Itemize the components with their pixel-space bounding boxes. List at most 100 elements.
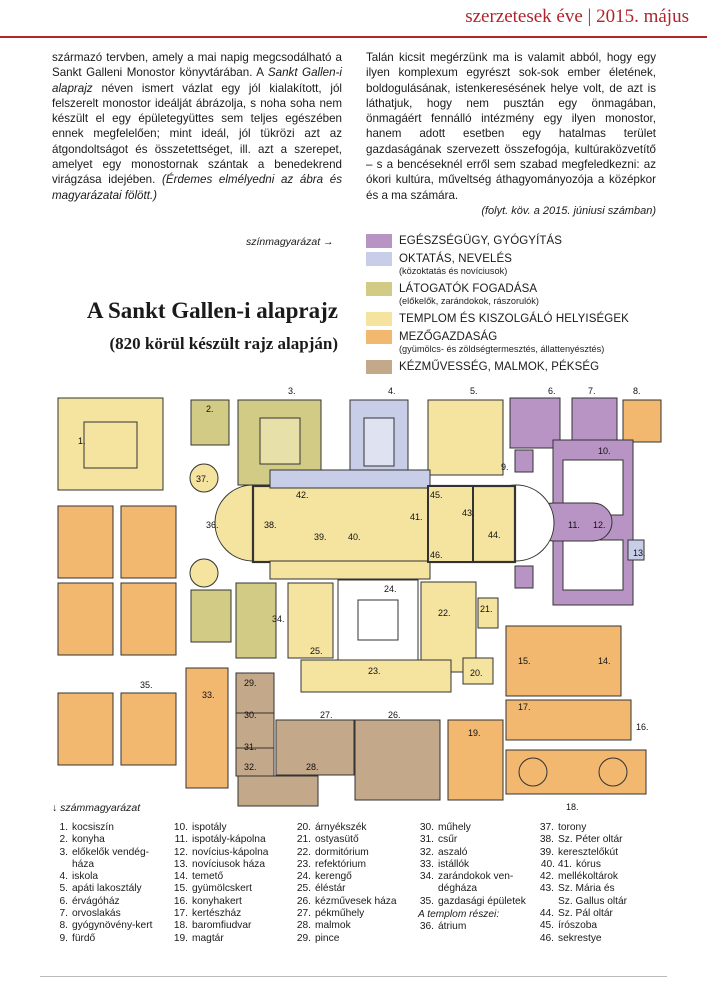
item-label: refektórium [315,858,366,870]
number-legend-item: 5.apáti lakosztály [52,883,152,895]
item-number: 31. [419,834,434,846]
header-rule [0,36,707,38]
item-number: 35. [419,895,434,907]
item-number: 23. [296,858,311,870]
plan-building-8 [622,399,662,443]
item-label: baromfiudvar [192,920,252,932]
plan-tower-37 [189,558,219,588]
color-legend-item: LÁTOGATÓK FOGADÁSA(előkelők, zarándokok,… [366,282,666,312]
plan-title: A Sankt Gallen-i alaprajz [86,298,338,323]
item-number: 11. [174,834,188,846]
plan-number-label: 22. [438,608,451,618]
number-legend-item: 10.ispotály [172,822,268,834]
number-legend-item: 39.keresztelőkút [538,847,627,859]
item-number: 43. [539,883,554,895]
item-number: 21. [296,834,311,846]
item-number: 26. [296,895,311,907]
item-label: éléstár [315,883,346,895]
plan-number-label: 27. [320,710,333,720]
plan-building-25 [287,582,334,659]
item-number: 18. [173,920,188,932]
number-legend-item: 42.mellékoltárok [538,871,627,883]
number-legend-item: 16.konyhakert [172,896,268,908]
item-label: ispotály-kápolna [192,834,266,846]
color-legend-item: TEMPLOM ÉS KISZOLGÁLÓ HELYISÉGEK [366,312,666,330]
plan-building-21 [477,597,499,629]
church-parts-heading: A templom részei: [418,909,500,921]
plan-number-label: 1. [78,436,86,446]
item-number: 29. [296,932,311,944]
number-legend-item: 21.ostyasütő [295,834,397,846]
color-swatch [366,282,392,296]
plan-subtitle: (820 körül készült rajz alapján) [109,334,338,353]
continuation-note: (folyt. köv. a 2015. júniusi számban) [481,204,656,217]
number-legend-item: 33.istállók [418,859,526,871]
plan-number-label: 39. [314,532,327,542]
plan-tower-37 [189,463,219,493]
plan-number-label: 3. [288,386,296,396]
number-legend-item: 13.novíciusok háza [172,859,268,871]
number-legend-item: 15.gyümölcskert [172,883,268,895]
item-number: 15. [173,883,188,895]
number-legend-item: 30.műhely [418,822,526,834]
item-number: 44. [539,908,554,920]
number-legend-item: 38.Sz. Péter oltár [538,834,627,846]
plan-number-label: 44. [488,530,501,540]
item-label: pékműhely [315,908,365,920]
item-label: kocsiszín [72,822,114,833]
plan-building-35 [57,692,114,766]
plan-number-label: 30. [244,710,257,720]
item-number: 39. [539,846,554,858]
item-number: 25. [296,883,311,895]
plan-number-label: 36. [206,520,219,530]
plan-number-label: 42. [296,490,309,500]
plan-building-2 [190,399,230,446]
item-label: sekrestye [558,932,602,944]
plan-building-16 [505,699,632,741]
footer-rule [40,976,667,977]
item-label: apáti lakosztály [72,883,142,895]
item-label: orvoslakás [72,908,121,920]
item-number: 5. [59,883,69,895]
color-swatch [366,360,392,374]
plan-number-label: 32. [244,762,257,772]
number-legend-item: 40. 41.kórus [538,859,627,871]
color-legend-label: EGÉSZSÉGÜGY, GYÓGYÍTÁS [399,235,563,247]
plan-number-label: 41. [410,512,423,522]
item-label: magtár [192,932,224,944]
number-legend-item: háza [52,859,152,871]
plan-number-label: 13. [633,548,646,558]
color-legend-item: EGÉSZSÉGÜGY, GYÓGYÍTÁS [366,234,666,252]
item-number: 6. [59,895,69,907]
plan-number-label: 18. [566,802,579,812]
item-number: 22. [296,846,311,858]
item-label: malmok [315,920,351,932]
plan-building-23 [300,659,452,693]
item-label: műhely [438,822,471,833]
number-legend-item: 20. árnyékszék [295,822,397,834]
item-number: 20. [296,822,311,833]
plan-number-label: 31. [244,742,257,752]
plan-building-33 [185,667,229,789]
header-title: szerzetesek éve | 2015. május [465,6,689,27]
color-legend-label: KÉZMŰVESSÉG, MALMOK, PÉKSÉG [399,361,600,373]
plan-number-label: 5. [470,386,478,396]
number-legend-item: 46.sekrestye [538,933,627,945]
number-legend-item: 23. refektórium [295,859,397,871]
color-legend-label: LÁTOGATÓK FOGADÁSA [399,283,538,295]
plan-label-group: 1.2.3.4.5.6.7.8.9.10.11.12.13.14.15.16.1… [78,386,649,812]
color-legend-item: MEZŐGAZDASÁG(gyümölcs- és zöldségtermesz… [366,330,666,360]
plan-number-label: 2. [206,404,214,414]
item-label: torony [558,822,587,833]
number-legend-item: 32.aszaló [418,847,526,859]
number-legend-item: 26.kézművesek háza [295,896,397,908]
color-legend-hint: színmagyarázat → [246,236,334,248]
number-legend-item: 6.érvágóház [52,896,152,908]
color-legend-sublabel: (előkelők, zarándokok, rászorulók) [399,296,539,306]
item-label: árnyékszék [315,822,367,833]
